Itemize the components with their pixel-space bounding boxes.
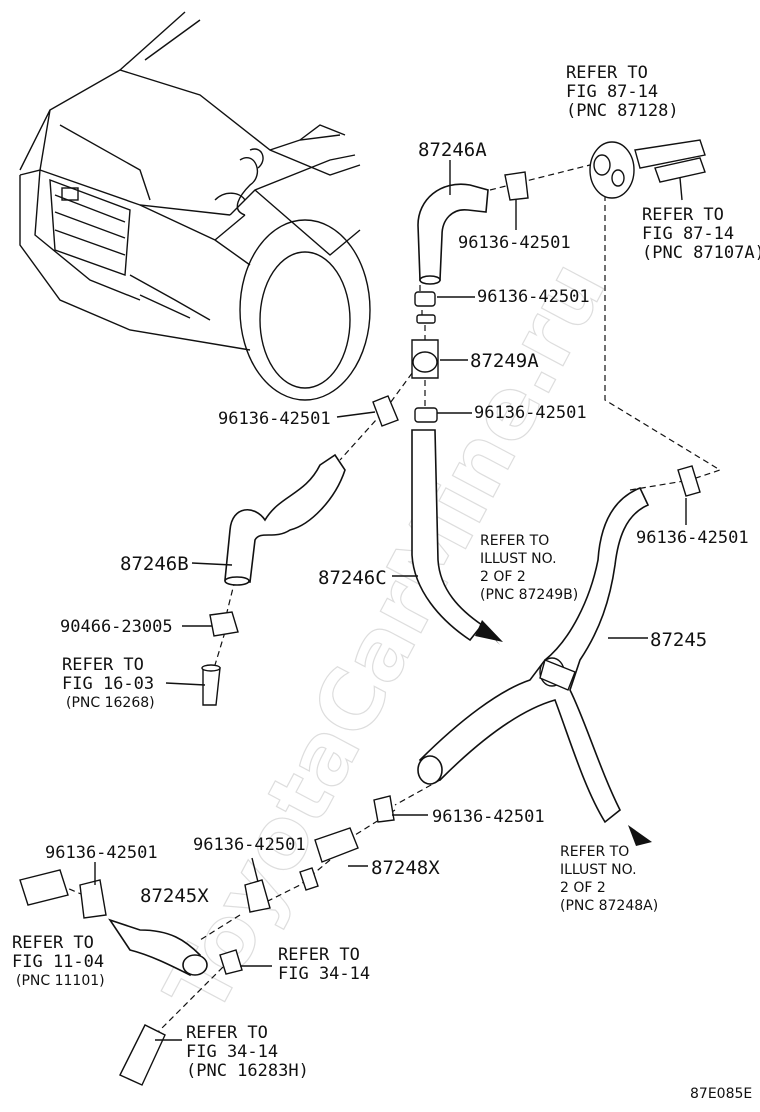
pipe-16268 [201, 664, 221, 706]
label-clamp-8: 96136-42501 [193, 835, 306, 855]
watermark: ToyotaCarMine.ru [146, 246, 625, 1029]
label-87246B: 87246B [120, 553, 189, 575]
svg-text:FIG 34-14: FIG 34-14 [278, 964, 370, 984]
label-87245X: 87245X [140, 885, 209, 907]
svg-text:(PNC 87249B): (PNC 87249B) [480, 587, 578, 603]
svg-text:(PNC 87248A): (PNC 87248A) [560, 898, 658, 914]
ref-16283H: REFER TO FIG 34-14 (PNC 16283H) [186, 1023, 309, 1081]
svg-text:(PNC 11101): (PNC 11101) [16, 973, 105, 989]
svg-text:REFER TO: REFER TO [186, 1023, 268, 1043]
svg-text:FIG 11-04: FIG 11-04 [12, 952, 104, 972]
svg-text:REFER TO: REFER TO [642, 205, 724, 225]
leader-lines [94, 160, 687, 1041]
svg-text:(PNC 16268): (PNC 16268) [66, 695, 155, 711]
hose-87246A [417, 183, 489, 285]
svg-text:REFER TO: REFER TO [278, 945, 360, 965]
svg-text:REFER TO: REFER TO [480, 533, 549, 549]
svg-text:FIG 87-14: FIG 87-14 [566, 82, 658, 102]
ref-87249B: REFER TO ILLUST NO. 2 OF 2 (PNC 87249B) [480, 533, 578, 603]
svg-text:REFER TO: REFER TO [560, 844, 629, 860]
hose-16283H [119, 1024, 166, 1086]
hose-87246C [411, 429, 503, 645]
ref-87128: REFER TO FIG 87-14 (PNC 87128) [566, 63, 679, 121]
grommet-87128 [589, 139, 706, 199]
svg-text:2 OF 2: 2 OF 2 [480, 569, 526, 585]
ref-11101: REFER TO FIG 11-04 (PNC 11101) [12, 933, 105, 989]
svg-text:ILLUST NO.: ILLUST NO. [560, 862, 637, 878]
svg-text:(PNC 87128): (PNC 87128) [566, 101, 679, 121]
svg-text:(PNC 16283H): (PNC 16283H) [186, 1061, 309, 1081]
svg-text:FIG 87-14: FIG 87-14 [642, 224, 734, 244]
label-90466-23005: 90466-23005 [60, 617, 173, 637]
clamp-marks [79, 171, 701, 975]
ref-16268: REFER TO FIG 16-03 (PNC 16268) [62, 655, 155, 711]
label-87248X: 87248X [371, 857, 440, 879]
svg-text:FIG 34-14: FIG 34-14 [186, 1042, 278, 1062]
label-clamp-7: 96136-42501 [45, 843, 158, 863]
svg-text:REFER TO: REFER TO [566, 63, 648, 83]
label-clamp-2: 96136-42501 [477, 287, 590, 307]
svg-text:(PNC 87107A): (PNC 87107A) [642, 243, 760, 263]
label-clamp-6: 96136-42501 [432, 807, 545, 827]
ref-87107A: REFER TO FIG 87-14 (PNC 87107A) [642, 205, 760, 263]
hose-87246B [224, 453, 346, 586]
label-87245: 87245 [650, 629, 707, 651]
label-87246C: 87246C [318, 567, 387, 589]
label-clamp-5: 96136-42501 [636, 528, 749, 548]
svg-text:ILLUST NO.: ILLUST NO. [480, 551, 557, 567]
svg-text:REFER TO: REFER TO [12, 933, 94, 953]
ref-34-14: REFER TO FIG 34-14 [278, 945, 370, 984]
label-87249A: 87249A [470, 350, 539, 372]
svg-text:REFER TO: REFER TO [62, 655, 144, 675]
joint-87249A [411, 291, 439, 423]
figure-code: 87E085E [690, 1086, 752, 1102]
hose-87245 [417, 486, 652, 846]
svg-text:2 OF 2: 2 OF 2 [560, 880, 606, 896]
hose-87245X [19, 869, 208, 977]
label-clamp-1: 96136-42501 [458, 233, 571, 253]
label-clamp-3: 96136-42501 [218, 409, 331, 429]
label-87246A: 87246A [418, 139, 487, 161]
label-clamp-4: 96136-42501 [474, 403, 587, 423]
ref-87248A: REFER TO ILLUST NO. 2 OF 2 (PNC 87248A) [560, 844, 658, 914]
svg-text:FIG 16-03: FIG 16-03 [62, 674, 154, 694]
vehicle-front-illustration [19, 11, 371, 401]
